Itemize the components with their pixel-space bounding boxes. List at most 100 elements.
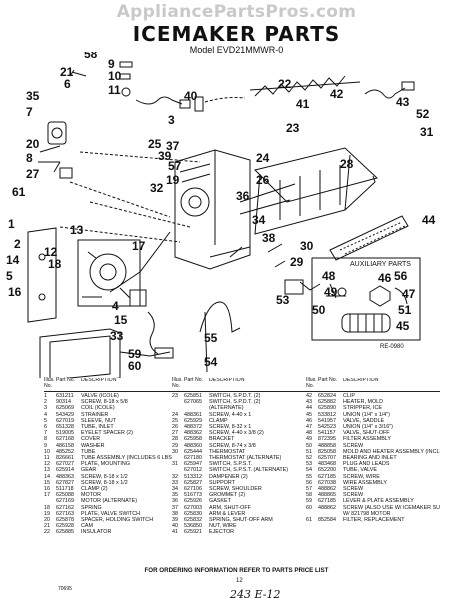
- callout: 41: [296, 97, 310, 111]
- part-no: 533812: [318, 411, 336, 418]
- model-label: Model EVD21MMWR-0: [189, 45, 284, 55]
- illus-no: 31: [172, 461, 178, 468]
- table-header: Illus. No.Part No.DESCRIPTION: [172, 377, 306, 392]
- description: GEAR: [81, 467, 97, 474]
- part-no: 627019: [56, 417, 74, 424]
- description: MOTOR: [81, 492, 101, 499]
- part-no: 627168: [56, 436, 74, 443]
- description: PLATE, VALVE SWITCH: [81, 510, 141, 517]
- illus-no: 61: [306, 517, 312, 523]
- illus-no: 8: [44, 436, 47, 443]
- callout: 61: [12, 185, 26, 199]
- callout: 54: [204, 355, 218, 369]
- description: SCREW, 4-40 x 1: [209, 411, 252, 418]
- part-no: 542523: [318, 423, 336, 430]
- callout: 40: [184, 89, 198, 103]
- illus-no: 35: [172, 492, 178, 499]
- description: THERMOSTAT (ALTERNATE): [209, 454, 282, 461]
- description: MOLD AND HEATER ASSEMBLY (INCLUDES 4 LBS…: [343, 448, 440, 455]
- description: STRAINER: [81, 411, 109, 418]
- part-no: 488862: [318, 485, 336, 492]
- illus-no: 4: [44, 411, 47, 418]
- callout: 22: [278, 77, 292, 91]
- description: FILTER ASSEMBLY: [343, 436, 392, 443]
- callout: 36: [236, 189, 250, 203]
- callout: 8: [26, 151, 33, 165]
- description: W/ 821798 MOTOR: [343, 510, 391, 517]
- page-number: 12: [236, 578, 243, 584]
- part-no: 627185: [318, 473, 336, 480]
- callout: 58: [84, 52, 98, 61]
- callout: 28: [340, 157, 354, 171]
- description: CAM: [81, 523, 93, 530]
- description: INSULATOR: [81, 529, 112, 536]
- description: GASKET: [209, 498, 231, 505]
- ordering-info-footer: FOR ORDERING INFORMATION REFER TO PARTS …: [144, 567, 329, 574]
- table-row: 5 627019 SLEEVE, NUT: [44, 418, 172, 424]
- part-no: 627012: [184, 467, 202, 474]
- illus-no: 25: [172, 417, 178, 424]
- illus-no: 45: [306, 411, 312, 418]
- part-no: 631211: [56, 392, 74, 399]
- callout: 1: [8, 217, 15, 231]
- description: COVER: [81, 436, 101, 443]
- callout: 21: [60, 65, 74, 79]
- part-no: 872395: [318, 436, 336, 443]
- description: COIL (ICOLE): [81, 405, 115, 412]
- part-no: 488362: [184, 430, 202, 437]
- description: SCREW, 8-18 x 1/2: [81, 473, 128, 480]
- illus-no: 34: [172, 485, 178, 492]
- auxiliary-parts-label: AUXILIARY PARTS: [350, 261, 411, 268]
- description: MOTOR (ALTERNATE): [81, 498, 138, 505]
- illus-no: 38: [172, 510, 178, 517]
- part-no: 483468: [318, 461, 336, 468]
- illus-no: 2: [44, 399, 47, 406]
- part-no: 627827: [56, 479, 74, 486]
- callout: 34: [252, 213, 266, 227]
- callout: 37: [166, 139, 180, 153]
- illus-no: 39: [172, 517, 178, 523]
- callout: 38: [262, 231, 276, 245]
- description: THERMOSTAT: [209, 448, 246, 455]
- illus-no: 53: [306, 461, 312, 468]
- part-no: 543429: [56, 411, 74, 418]
- description: SUPPORT: [209, 479, 235, 486]
- callout: 17: [132, 239, 146, 253]
- part-no: 511718: [56, 485, 74, 492]
- description: TUBE ASSEMBLY (INCLUDES 6 LBS 10): [81, 454, 172, 461]
- description: SPACER, HOLDING SWITCH: [81, 517, 154, 523]
- column-header: Part No.: [184, 377, 204, 383]
- description: UNION (1/4" x 3/16"): [343, 423, 393, 430]
- description: SLEEVE, NUT: [81, 417, 117, 424]
- part-no: 627185: [318, 498, 336, 505]
- description: SCREW, 4-40 x 3/8 (2): [209, 430, 264, 437]
- description: SWITCH, S.P.S.T.: [209, 461, 253, 468]
- table-row: 47 542523 UNION (1/4" x 3/16"): [306, 424, 440, 430]
- illus-no: 47: [306, 423, 312, 430]
- callout: 3: [168, 113, 175, 127]
- illus-no: 60: [306, 504, 312, 511]
- illus-no: 5: [44, 417, 47, 424]
- description: (ALTERNATE): [209, 405, 244, 412]
- part-no: 625878: [56, 517, 74, 523]
- illus-no: 16: [44, 485, 50, 492]
- illus-no: 30: [172, 448, 178, 455]
